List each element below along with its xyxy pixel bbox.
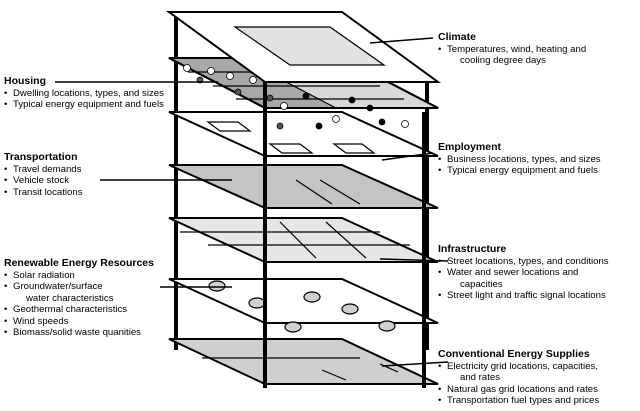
infrastructure-items: Street locations, types, and conditionsW… xyxy=(438,256,609,302)
conventional-title: Conventional Energy Supplies xyxy=(438,348,590,360)
bullet-text: Groundwater/surface xyxy=(13,281,103,293)
bullet-item: Travel demands xyxy=(4,164,83,176)
employment-items: Business locations, types, and sizesTypi… xyxy=(438,154,601,177)
bullet-item: Natural gas grid locations and rates xyxy=(438,383,599,396)
bullet-text: Geothermal characteristics xyxy=(13,304,128,316)
bullet-text: Travel demands xyxy=(13,164,82,175)
housing-title: Housing xyxy=(4,75,46,87)
transportation-title: Transportation xyxy=(4,151,78,163)
bullet-continuation: cooling degree days xyxy=(460,55,546,67)
bullet-item: Typical energy equipment and fuels xyxy=(4,99,164,111)
renewable-items: Solar radiationGroundwater/surfacewater … xyxy=(4,270,154,339)
bullet-item: Biomass/solid waste quanities xyxy=(4,327,154,339)
bullet-item: Geothermal characteristics xyxy=(4,304,154,316)
transportation-items: Travel demandsVehicle stockTransit locat… xyxy=(4,164,83,199)
bullet-text: Typical energy equipment and fuels xyxy=(447,165,598,177)
bullet-item: Solar radiation xyxy=(4,270,154,282)
bullet-continuation: water characteristics xyxy=(26,292,114,304)
bullet-text: Natural gas grid locations and rates xyxy=(447,383,598,395)
climate-label-block: Climate Temperatures, wind, heating andc… xyxy=(438,31,586,67)
renewable-title: Renewable Energy Resources xyxy=(4,257,154,269)
bullet-item: Water and sewer locations and xyxy=(438,267,609,279)
bullet-text: Street light and traffic signal location… xyxy=(447,290,606,302)
transportation-label-block: Transportation Travel demandsVehicle sto… xyxy=(4,151,83,199)
front-posts xyxy=(263,82,426,388)
bullet-item: Business locations, types, and sizes xyxy=(438,154,601,166)
bullet-continuation: capacities xyxy=(460,278,503,290)
bullet-item: Transit locations xyxy=(4,186,83,199)
bullet-item: Wind speeds xyxy=(4,315,154,328)
bullet-continuation: and rates xyxy=(460,372,501,384)
bullet-text: Business locations, types, and sizes xyxy=(447,154,601,165)
bullet-item: Dwelling locations, types, and sizes xyxy=(4,88,164,100)
bullet-text: Electricity grid locations, capacities, xyxy=(447,361,598,372)
bullet-item: Groundwater/surface xyxy=(4,281,154,293)
bullet-text: Water and sewer locations and xyxy=(447,267,579,279)
bullet-text: Street locations, types, and conditions xyxy=(447,256,609,267)
bullet-item: Temperatures, wind, heating and xyxy=(438,44,587,56)
bullet-text: Transit locations xyxy=(13,186,83,198)
bullet-text: Solar radiation xyxy=(13,270,75,281)
bullet-item: Transportation fuel types and prices xyxy=(438,395,600,407)
renewable-energy-layer xyxy=(168,278,439,333)
bullet-text: Temperatures, wind, heating and xyxy=(447,44,587,55)
infrastructure-layer xyxy=(168,217,439,263)
conventional-energy-layer xyxy=(168,338,439,385)
infrastructure-label-block: Infrastructure Street locations, types, … xyxy=(438,243,609,302)
bullet-item: Vehicle stock xyxy=(4,175,83,187)
bullet-text: Vehicle stock xyxy=(13,175,69,187)
conventional-items: Electricity grid locations, capacities,a… xyxy=(438,361,599,407)
bullet-item: Street light and traffic signal location… xyxy=(438,290,609,302)
bullet-text: Biomass/solid waste quanities xyxy=(13,327,141,339)
housing-items: Dwelling locations, types, and sizesTypi… xyxy=(4,88,164,111)
back-posts xyxy=(174,14,429,350)
infrastructure-title: Infrastructure xyxy=(438,243,507,255)
bullet-text: Typical energy equipment and fuels xyxy=(13,99,164,111)
bullet-text: Dwelling locations, types, and sizes xyxy=(13,88,164,99)
bullet-text: Wind speeds xyxy=(13,315,69,327)
conventional-label-block: Conventional Energy Supplies Electricity… xyxy=(438,348,599,407)
employment-title: Employment xyxy=(438,141,502,153)
renewable-label-block: Renewable Energy Resources Solar radiati… xyxy=(4,257,154,339)
bullet-text: Transportation fuel types and prices xyxy=(447,395,600,407)
climate-title: Climate xyxy=(438,31,476,43)
employment-label-block: Employment Business locations, types, an… xyxy=(438,141,601,177)
bullet-item: Electricity grid locations, capacities, xyxy=(438,361,599,373)
bullet-item: Street locations, types, and conditions xyxy=(438,256,609,268)
bullet-item: Typical energy equipment and fuels xyxy=(438,165,601,177)
housing-label-block: Housing Dwelling locations, types, and s… xyxy=(4,75,164,111)
transportation-layer xyxy=(168,164,439,209)
leader-lines xyxy=(55,37,449,367)
employment-layer xyxy=(168,111,439,157)
climate-layer xyxy=(165,11,442,83)
